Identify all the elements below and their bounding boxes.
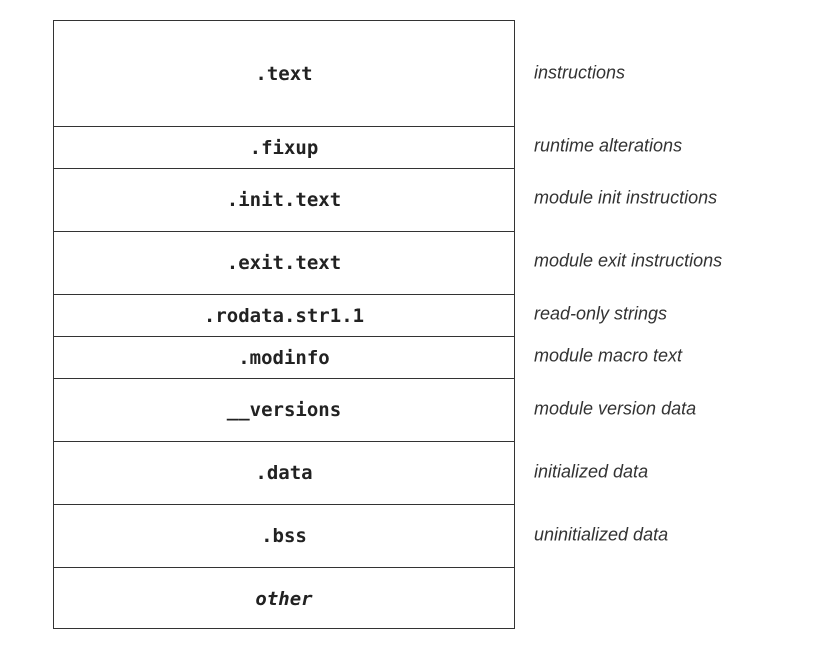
section-exit-text: .exit.text [54, 232, 514, 295]
desc-rodata-str: read-only strings [534, 303, 668, 324]
desc-versions: module version data [534, 398, 697, 419]
section-text: .text [54, 21, 514, 127]
section-stack: .text .fixup .init.text .exit.text .roda… [53, 20, 515, 629]
section-init-text: .init.text [54, 169, 514, 232]
desc-modinfo: module macro text [534, 345, 683, 366]
desc-text: instructions [534, 62, 626, 83]
section-modinfo: .modinfo [54, 337, 514, 379]
section-data: .data [54, 442, 514, 505]
section-fixup: .fixup [54, 127, 514, 169]
desc-bss: uninitialized data [534, 524, 669, 545]
section-rodata-str: .rodata.str1.1 [54, 295, 514, 337]
section-versions: __versions [54, 379, 514, 442]
section-bss: .bss [54, 505, 514, 568]
desc-init-text: module init instructions [534, 187, 718, 208]
section-other: other [255, 588, 313, 610]
desc-fixup: runtime alterations [534, 135, 683, 156]
desc-exit-text: module exit instructions [534, 250, 723, 271]
desc-data: initialized data [534, 461, 649, 482]
